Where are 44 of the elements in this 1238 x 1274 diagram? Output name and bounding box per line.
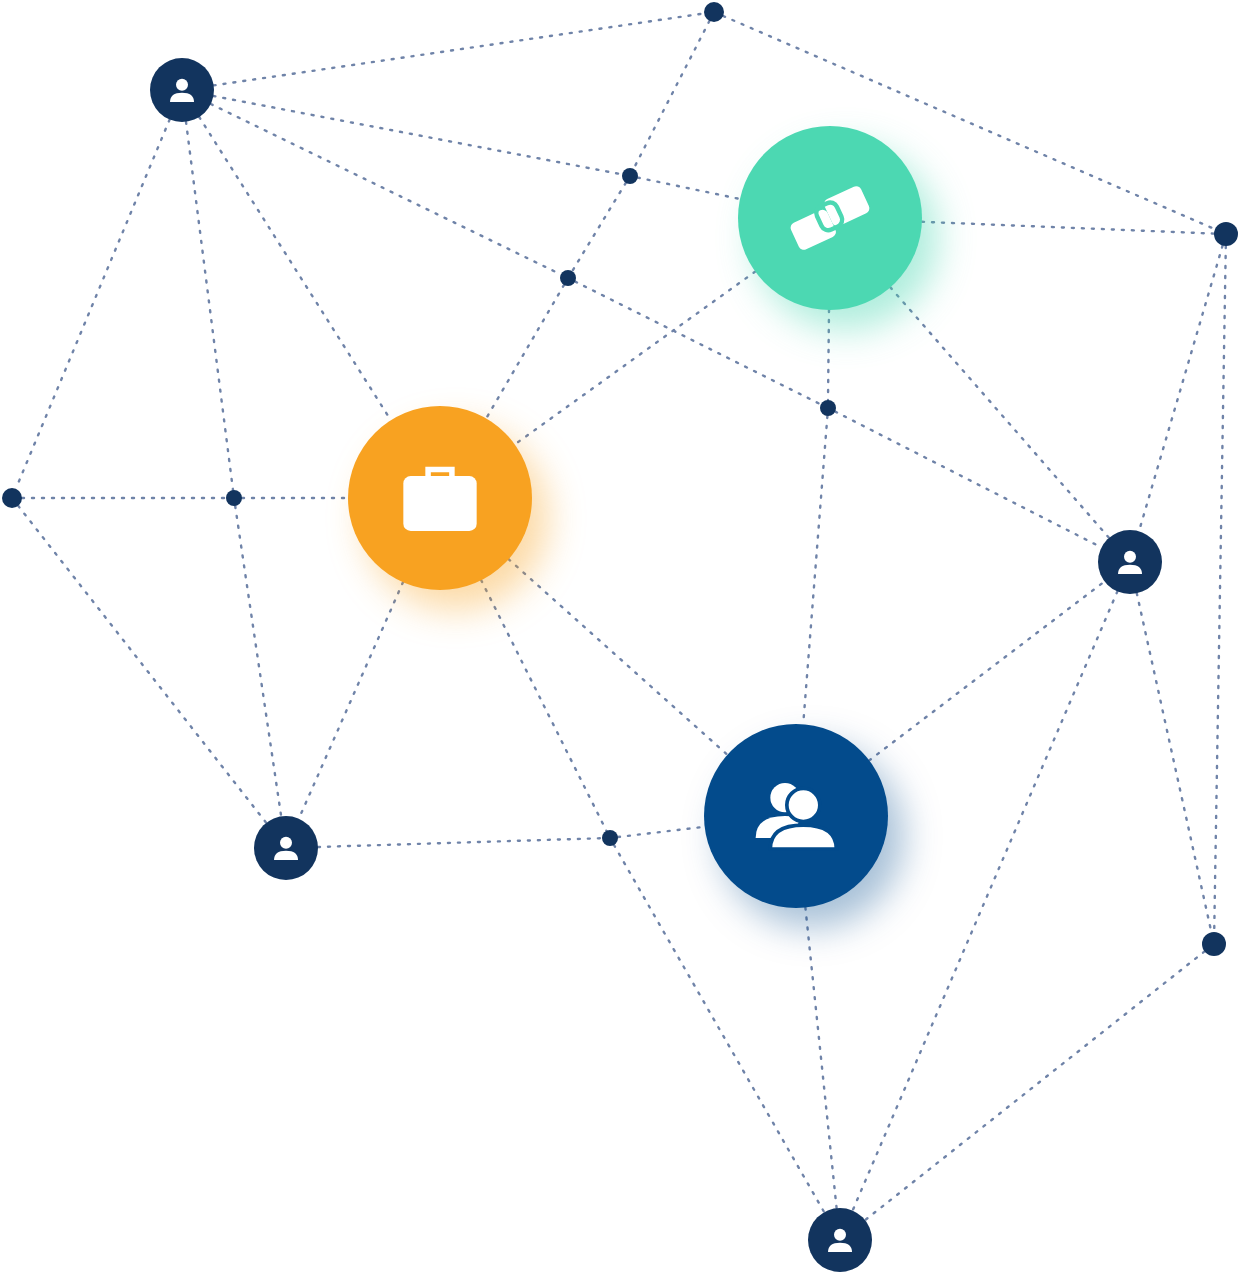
dotted-connector xyxy=(212,12,706,87)
dotted-connector xyxy=(485,283,566,420)
user-avatar xyxy=(150,58,214,122)
network-dot xyxy=(602,830,618,846)
user-avatar xyxy=(808,1208,872,1272)
dotted-connector xyxy=(612,843,826,1214)
dotted-connector xyxy=(297,581,405,820)
dotted-connector xyxy=(722,14,1217,231)
dotted-connector xyxy=(889,286,1111,539)
user-avatar xyxy=(1098,530,1162,594)
dotted-connector xyxy=(1137,244,1224,533)
network-dot xyxy=(1214,222,1238,246)
network-dot xyxy=(2,488,22,508)
dotted-connector xyxy=(616,825,706,839)
dotted-connector xyxy=(851,590,1119,1212)
network-dot xyxy=(226,490,242,506)
dotted-connector xyxy=(240,496,350,500)
dotted-connector xyxy=(868,580,1106,762)
dotted-connector xyxy=(1213,244,1227,934)
dotted-connector xyxy=(574,280,822,406)
dotted-connector xyxy=(826,308,831,402)
network-dot xyxy=(560,270,576,286)
dotted-connector xyxy=(17,504,268,824)
dotted-connector xyxy=(316,837,604,849)
dotted-connector xyxy=(480,579,608,832)
dotted-connector xyxy=(863,950,1206,1222)
dotted-connector xyxy=(1135,592,1213,934)
user-avatar xyxy=(254,816,318,880)
dotted-connector xyxy=(212,94,624,176)
dotted-connector xyxy=(513,270,757,446)
network-dot xyxy=(704,2,724,22)
dotted-connector xyxy=(632,19,711,170)
dotted-connector xyxy=(804,906,838,1210)
dotted-connector xyxy=(571,181,627,273)
dotted-connector xyxy=(184,120,235,492)
dotted-connector xyxy=(920,220,1216,235)
dotted-connector xyxy=(636,176,742,201)
dotted-connector xyxy=(198,115,392,422)
network-dot xyxy=(622,168,638,184)
dotted-connector xyxy=(20,496,228,500)
dotted-connector xyxy=(507,558,729,756)
network-dot xyxy=(820,400,836,416)
network-dot xyxy=(1202,932,1226,956)
dotted-connector xyxy=(234,504,283,818)
